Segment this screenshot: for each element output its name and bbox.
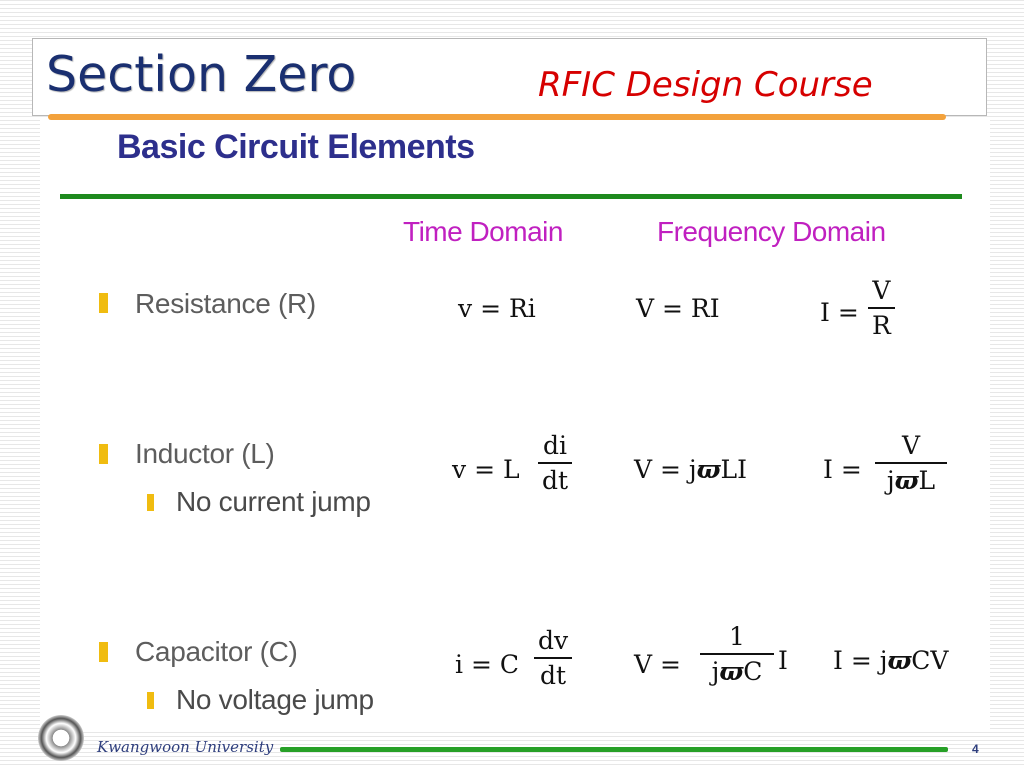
subtitle-divider: [60, 194, 962, 199]
slide-title: Section Zero: [46, 46, 357, 103]
capacitor-frequency-fraction: 1 jϖC: [700, 624, 774, 684]
capacitor-time-equation-prefix: i = C: [455, 650, 519, 679]
equation-part: I = j: [833, 646, 888, 675]
capacitor-label: Capacitor (C): [135, 636, 298, 667]
fraction-numerator: dv: [538, 626, 569, 655]
title-box: [32, 38, 987, 116]
university-name: Kwangwoon University: [97, 738, 274, 756]
omega-symbol: ϖ: [887, 646, 912, 675]
resistance-label: Resistance (R): [135, 288, 316, 319]
sub-bullet-icon: [147, 692, 154, 709]
inductor-frequency-equation-2-prefix: I =: [823, 455, 862, 484]
fraction-bar: [875, 462, 947, 464]
fraction-bar: [534, 657, 573, 659]
inductor-note: No current jump: [176, 486, 371, 517]
fraction-denominator: dt: [540, 661, 567, 690]
bullet-icon: [99, 293, 108, 313]
fraction-numerator: V: [901, 431, 921, 460]
slide-subtitle: Basic Circuit Elements: [117, 128, 475, 166]
bullet-icon: [99, 444, 108, 464]
sub-bullet-icon: [147, 494, 154, 511]
fraction-numerator: 1: [729, 622, 745, 651]
column-header-time: Time Domain: [403, 216, 563, 247]
fraction-bar: [700, 653, 774, 655]
bullet-icon: [99, 642, 108, 662]
fraction-numerator: V: [872, 276, 891, 305]
omega-symbol: ϖ: [696, 455, 721, 484]
equation-part: L: [918, 466, 936, 495]
capacitor-frequency-equation-2: I = jϖCV: [833, 648, 948, 673]
equation-part: j: [886, 466, 895, 495]
capacitor-time-fraction: dv dt: [534, 626, 573, 690]
title-underline: [48, 114, 946, 120]
resistance-frequency-fraction: V R: [868, 278, 895, 338]
course-title: RFIC Design Course: [538, 65, 873, 105]
footer-divider: [280, 747, 948, 752]
equation-part: j: [711, 657, 720, 686]
fraction-denominator: R: [872, 311, 891, 340]
omega-symbol: ϖ: [894, 466, 919, 495]
fraction-denominator: jϖL: [883, 464, 939, 493]
inductor-time-fraction: di dt: [538, 431, 573, 495]
capacitor-frequency-equation-1-prefix: V =: [634, 650, 681, 679]
resistance-frequency-equation-2-prefix: I =: [820, 298, 859, 327]
page-number: 4: [972, 742, 979, 756]
capacitor-frequency-equation-1-suffix: I: [778, 646, 788, 675]
fraction-bar: [538, 462, 573, 464]
column-header-frequency: Frequency Domain: [657, 216, 886, 247]
resistance-frequency-equation-1: V = RI: [636, 294, 720, 323]
inductor-time-equation-prefix: v = L: [452, 455, 520, 484]
content-panel: [40, 120, 990, 732]
equation-part: LI: [720, 455, 747, 484]
equation-part: CV: [911, 646, 949, 675]
inductor-label: Inductor (L): [135, 438, 275, 469]
equation-part: V = j: [634, 455, 697, 484]
inductor-frequency-equation-1: V = jϖLI: [634, 457, 747, 482]
fraction-denominator: dt: [542, 466, 569, 495]
fraction-denominator: jϖC: [708, 655, 767, 684]
fraction-numerator: di: [543, 431, 568, 460]
equation-part: C: [743, 657, 763, 686]
capacitor-note: No voltage jump: [176, 684, 374, 715]
inductor-frequency-fraction: V jϖL: [875, 433, 947, 493]
resistance-time-equation: v = Ri: [458, 294, 536, 323]
fraction-bar: [868, 307, 895, 309]
omega-symbol: ϖ: [719, 657, 744, 686]
university-seal-icon: [38, 715, 84, 761]
